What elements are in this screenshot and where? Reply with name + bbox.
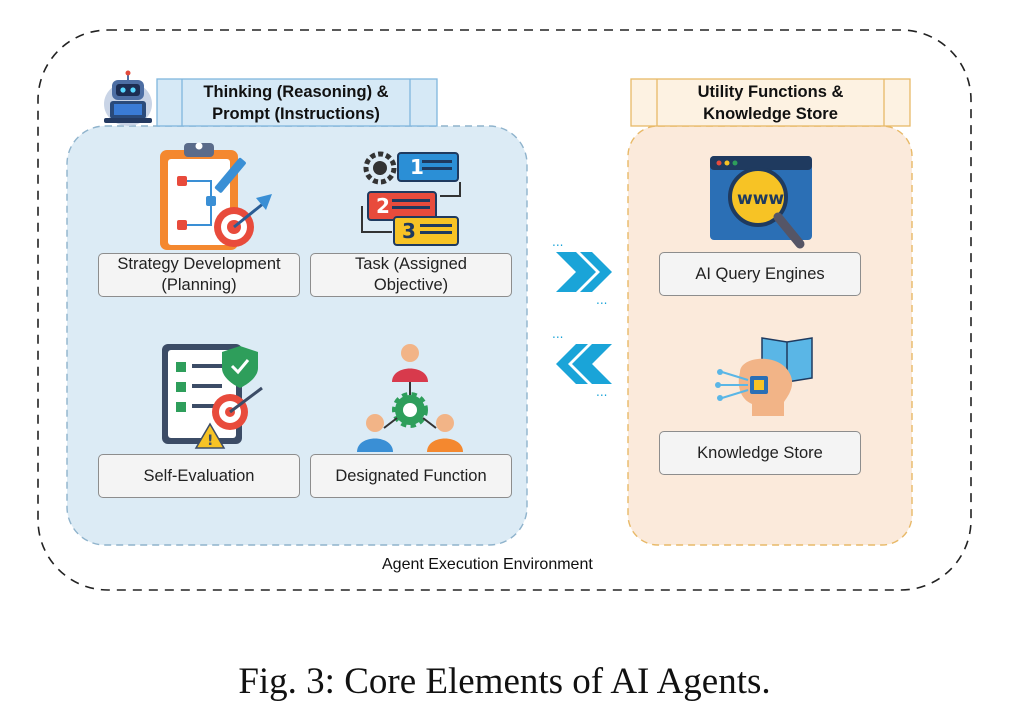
strategy-development-line1: Strategy Development <box>117 255 281 273</box>
designated-function-box: Designated Function <box>310 454 512 498</box>
svg-text:...: ... <box>552 327 563 341</box>
svg-text:!: ! <box>207 433 213 449</box>
thinking-panel-title: Thinking (Reasoning) & Prompt (Instructi… <box>182 79 410 126</box>
thinking-header <box>156 78 438 127</box>
checklist-target-icon: ! <box>162 344 263 449</box>
environment-label: Agent Execution Environment <box>382 556 593 573</box>
svg-text:3: 3 <box>402 219 416 243</box>
svg-text:2: 2 <box>376 194 390 218</box>
forward-arrow-icon: ... ... <box>552 235 612 307</box>
robot-icon <box>104 70 152 126</box>
clipboard-target-icon <box>160 142 272 250</box>
team-gear-icon <box>357 344 463 452</box>
strategy-development-box: Strategy Development (Planning) <box>98 253 300 297</box>
www-search-icon: www <box>710 156 812 249</box>
knowledge-store-box: Knowledge Store <box>659 431 861 475</box>
thinking-title-line2: Prompt (Instructions) <box>212 104 380 123</box>
task-line2: Objective) <box>373 276 449 294</box>
knowledge-store-label: Knowledge Store <box>697 443 823 462</box>
task-line1: Task (Assigned <box>355 255 467 273</box>
thinking-title-line1: Thinking (Reasoning) & <box>203 82 389 101</box>
brain-book-icon <box>715 337 813 416</box>
utility-title-line1: Utility Functions & <box>697 82 844 101</box>
strategy-development-line2: (Planning) <box>161 276 237 294</box>
utility-panel-title: Utility Functions & Knowledge Store <box>657 79 884 126</box>
svg-text:...: ... <box>596 293 607 307</box>
self-evaluation-box: Self-Evaluation <box>98 454 300 498</box>
figure-caption: Fig. 3: Core Elements of AI Agents. <box>238 661 771 702</box>
self-evaluation-label: Self-Evaluation <box>143 466 255 485</box>
svg-text:1: 1 <box>410 155 424 179</box>
ai-query-engines-box: AI Query Engines <box>659 252 861 296</box>
numbered-steps-icon: 1 2 3 <box>361 151 461 246</box>
ai-query-engines-label: AI Query Engines <box>695 264 825 283</box>
utility-header <box>630 78 911 127</box>
task-box: Task (Assigned Objective) <box>310 253 512 297</box>
svg-text:...: ... <box>596 385 607 399</box>
backward-arrow-icon: ... ... <box>552 327 612 399</box>
svg-text:www: www <box>737 189 784 209</box>
svg-text:...: ... <box>552 235 563 249</box>
designated-function-label: Designated Function <box>335 466 487 485</box>
environment-boundary <box>37 29 972 591</box>
utility-title-line2: Knowledge Store <box>703 104 838 123</box>
